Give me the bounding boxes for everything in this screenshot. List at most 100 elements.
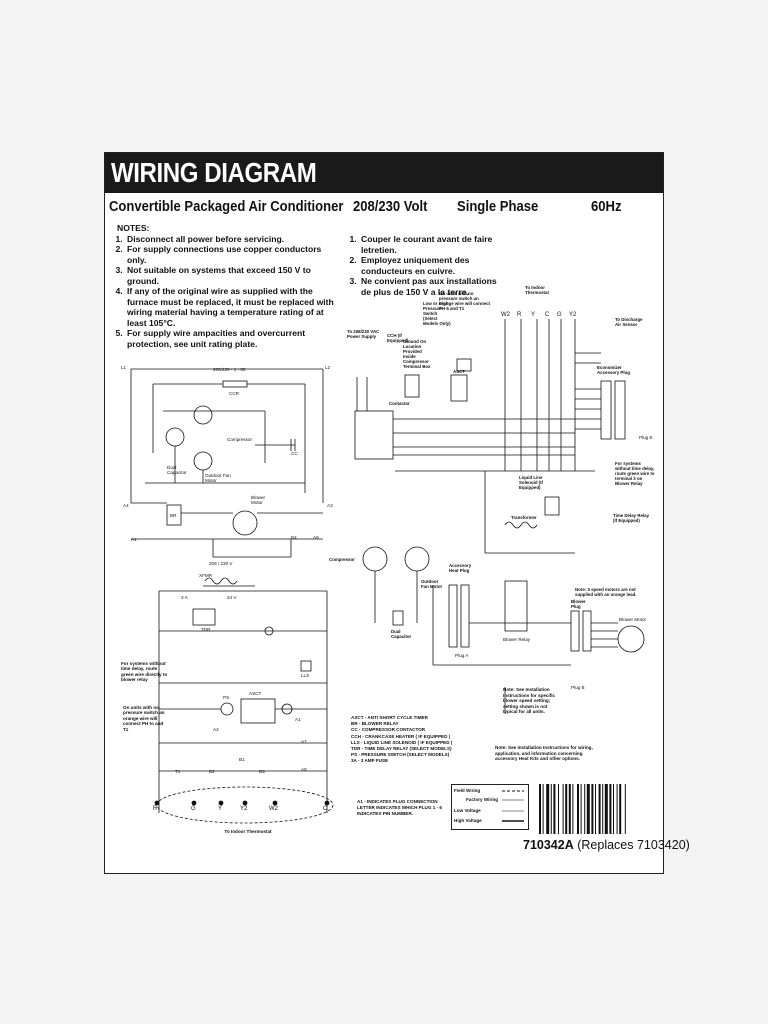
terminal-g: G xyxy=(191,806,196,812)
terminal-y2: Y2 xyxy=(240,806,248,812)
compressor-symbol xyxy=(193,405,213,425)
ladder-supply: 208/230 - 1 - 60 xyxy=(213,367,246,372)
abbrev-cc: CC - COMPRESSOR CONTACTOR xyxy=(351,727,426,733)
sch-blower-relay: Blower Relay xyxy=(503,637,531,642)
legend-high: High Voltage xyxy=(454,818,482,823)
phase-spec: Single Phase xyxy=(457,199,539,215)
legend-low: Low Voltage xyxy=(454,808,481,813)
ladder-a4: A4 xyxy=(123,503,129,508)
title-bar: WIRING DIAGRAM xyxy=(105,153,663,193)
sch-term-y: Y xyxy=(531,312,536,318)
ladder-br: BR xyxy=(170,513,177,518)
ladder-asct: ASCT xyxy=(249,691,262,696)
ps-symbol xyxy=(456,358,472,372)
terminal-r: R xyxy=(153,806,158,812)
schematic-fan-motor xyxy=(404,546,430,572)
ladder-thermostat: To Indoor Thermostat xyxy=(224,829,272,834)
schematic-transformer xyxy=(504,521,538,529)
blower-motor-symbol xyxy=(232,510,258,536)
ladder-ccr: CCR xyxy=(229,391,239,396)
sch-speed-note: Note: 3 speed motors are not supplied wi… xyxy=(575,587,637,597)
note-fr-1: Couper le courant avant de faire letreti… xyxy=(359,234,505,255)
sch-plug-e: Plug E xyxy=(639,435,653,440)
barcode-bar xyxy=(568,784,571,834)
abbrev-asct: ASCT - ANTI SHORT CYCLE TIMER xyxy=(351,715,428,720)
legend-field: Field Wiring xyxy=(454,788,481,793)
barcode-bar xyxy=(616,784,618,834)
wire-legend: Field Wiring Factory Wiring Low Voltage … xyxy=(451,784,529,830)
abbrev-br: BR - BLOWER RELAY xyxy=(351,721,399,727)
abbrev-lls: LLS - LIQUID LINE SOLENOID ( IF EQUIPPED… xyxy=(351,739,453,745)
ps-switch-symbol xyxy=(220,702,234,716)
barcode-bar xyxy=(558,784,559,834)
tdr-coil xyxy=(264,626,274,636)
sch-wiring-note: Note: See Installation Instructions for … xyxy=(495,745,593,762)
sch-plug-b: Plug B xyxy=(571,685,585,690)
terminal-c: C xyxy=(323,806,328,812)
schematic-compressor xyxy=(362,546,388,572)
economizer-plug-mate xyxy=(614,380,626,440)
ladder-diagram xyxy=(130,368,334,824)
ladder-fuse: 3 A xyxy=(181,595,188,600)
asct-symbol xyxy=(450,374,468,402)
sch-compressor: Compressor xyxy=(329,557,355,562)
ladder-l1: L1 xyxy=(121,365,127,370)
notes-heading: NOTES: xyxy=(117,223,150,233)
terminal-y: Y xyxy=(218,806,223,812)
sch-ground: Ground On Location Provided Inside Compr… xyxy=(403,339,431,369)
abbreviation-legend: ASCT - ANTI SHORT CYCLE TIMER BR - BLOWE… xyxy=(351,715,481,765)
sch-to-discharge: To Discharge Air Sensor xyxy=(615,317,643,327)
asct-box xyxy=(240,698,276,724)
blower-relay-box xyxy=(504,580,528,632)
ladder-b3: B3 xyxy=(259,769,265,774)
ladder-outdoor-fan: Outdoor Fan Motor xyxy=(205,473,231,484)
note-en-4: If any of the original wire as supplied … xyxy=(125,286,339,328)
barcode-bar xyxy=(577,784,579,834)
barcode-bar xyxy=(553,784,556,834)
barcode-bar xyxy=(550,784,552,834)
crankcase-heater-symbol xyxy=(222,380,248,388)
ladder-a9: A9 xyxy=(313,535,319,540)
notes-en-list: Disconnect all power before servicing. F… xyxy=(111,234,339,350)
replaces-number: (Replaces 7103420) xyxy=(577,838,690,852)
ladder-xfmr: XFMR xyxy=(199,573,213,578)
barcode-bar xyxy=(572,784,574,834)
sch-outdoor-fan: Outdoor Fan Motor xyxy=(421,579,443,589)
barcode-bar xyxy=(602,784,604,834)
note-en-1: Disconnect all power before servicing. xyxy=(125,234,339,245)
barcode-bar xyxy=(580,784,582,834)
note-en-3: Not suitable on systems that exceed 150 … xyxy=(125,265,339,286)
sch-heat-plug: Accessory Heat Plug xyxy=(449,563,472,573)
ladder-a2: A2 xyxy=(213,727,219,732)
wiring-diagram-sheet: WIRING DIAGRAM Convertible Packaged Air … xyxy=(104,152,690,874)
ladder-xfmr-voltage: 208 / 230 V xyxy=(209,561,233,566)
economizer-plug xyxy=(600,380,612,440)
ladder-b4: B4 xyxy=(291,535,297,540)
sch-blower-plug: Blower Plug xyxy=(571,599,586,609)
schematic-diagram xyxy=(354,319,645,713)
barcode-bar xyxy=(591,784,594,834)
ladder-ps: PS xyxy=(223,695,230,700)
schematic-dual-cap xyxy=(392,610,404,626)
sch-ps-note: On units with no pressure switch an oran… xyxy=(439,291,490,311)
blower-relay-symbol xyxy=(166,504,182,526)
blower-plug-mate xyxy=(582,610,592,652)
sch-asct: ASCT xyxy=(453,369,465,374)
ladder-tdr: TDR xyxy=(201,627,211,632)
note-en-2: For supply connections use copper conduc… xyxy=(125,244,339,265)
sch-economizer: Economizer Accessory Plug xyxy=(597,365,630,375)
sch-time-delay-note: For systems without time delay, route gr… xyxy=(615,461,655,486)
ladder-a8: A8 xyxy=(301,767,307,772)
abbrev-tdr: TDR - TIME DELAY RELAY (SELECT MODELS) xyxy=(351,746,452,752)
sch-contactor: Contactor xyxy=(389,401,410,406)
product-name: Convertible Packaged Air Conditioner xyxy=(109,199,344,215)
barcode-bar xyxy=(565,784,568,834)
ladder-lls: LLS xyxy=(301,673,310,678)
sch-transformer: Transformer xyxy=(511,515,537,520)
sch-supply: To 208/230 VAC Power Supply xyxy=(347,329,380,339)
notes-fr-list: Couper le courant avant de faire letreti… xyxy=(345,234,505,297)
ladder-a1: A1 xyxy=(131,537,137,542)
barcode-bar xyxy=(613,784,614,834)
sch-to-indoor: To Indoor Thermostat xyxy=(525,285,549,295)
contactor-box xyxy=(354,410,394,460)
